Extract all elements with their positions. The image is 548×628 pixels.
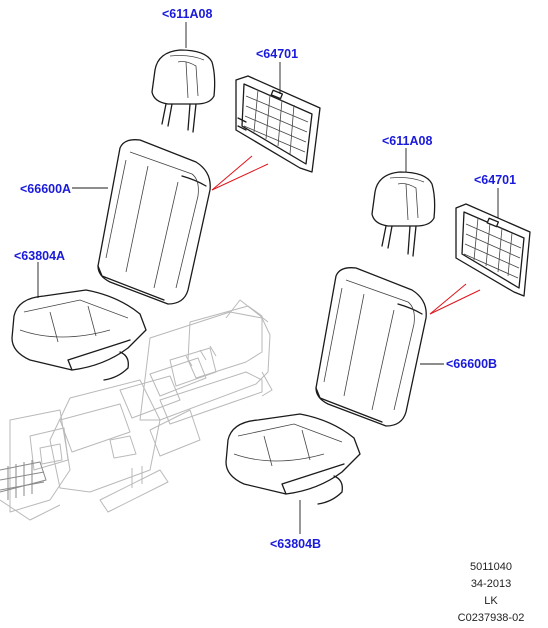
callout-backrest-a[interactable]: <66600A xyxy=(20,182,71,196)
model-code: LK xyxy=(484,595,498,607)
indicator-lines-b xyxy=(429,283,481,315)
callout-backrest-b[interactable]: <66600B xyxy=(446,357,497,371)
cushion-a[interactable] xyxy=(11,289,147,381)
drawing-number: 5011040 xyxy=(469,561,512,573)
callout-cushion-b[interactable]: <63804B xyxy=(270,537,321,551)
backrest-b[interactable] xyxy=(315,267,427,427)
back-panel-a[interactable] xyxy=(235,75,321,173)
callout-panel-b[interactable]: <64701 xyxy=(474,173,516,187)
drawing-reference-block: 5011040 34-2013 LK C0237938-02 xyxy=(446,559,536,627)
drawing-date-code: 34-2013 xyxy=(470,578,512,590)
callout-cushion-a[interactable]: <63804A xyxy=(14,249,65,263)
callout-panel-a[interactable]: <64701 xyxy=(256,47,298,61)
backrest-a[interactable] xyxy=(97,139,211,305)
center-console-ghost xyxy=(0,299,273,521)
indicator-lines-a xyxy=(211,155,269,191)
leader-lines xyxy=(37,22,499,534)
illustration-id: C0237938-02 xyxy=(457,612,525,624)
cushion-b[interactable] xyxy=(225,413,361,505)
headrest-b[interactable] xyxy=(371,171,436,257)
callout-headrest-a[interactable]: <611A08 xyxy=(162,7,212,21)
headrest-a[interactable] xyxy=(151,49,216,133)
back-panel-b[interactable] xyxy=(455,203,531,297)
callout-headrest-b[interactable]: <611A08 xyxy=(382,134,432,148)
